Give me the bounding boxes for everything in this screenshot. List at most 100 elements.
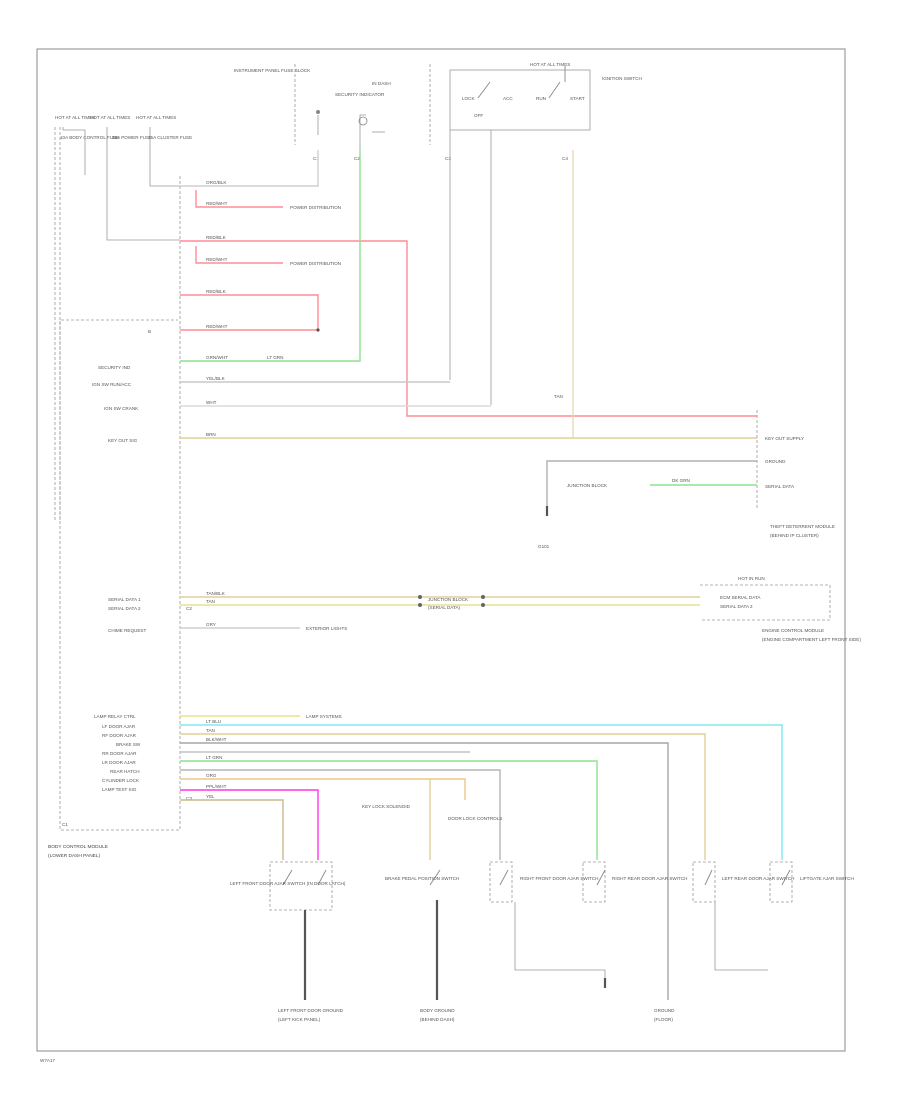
security-indicator-sub: IN DASH [372,81,391,86]
dash-fuse-label: INSTRUMENT PANEL FUSE BLOCK [234,68,311,73]
callout-power-dist-1: POWER DISTRIBUTION [290,205,341,210]
callout-power-dist-2: POWER DISTRIBUTION [290,261,341,266]
theft-module-sub: (BEHIND IP CLUSTER) [770,533,819,538]
wire-label-red-loop: RED/BLK [206,289,227,294]
door-switch-wires: LAMP SYSTEMS LT BLU TAN BLK/WHT LT GRN O… [180,714,783,1000]
wire-label-lt-grn: LT GRN [267,355,283,360]
tag-c3: C3 [445,156,451,161]
theft-serial-data: SERIAL DATA [765,484,795,489]
page-label: W7A17 [40,1058,56,1063]
ecm-serial-2: SERIAL DATA 2 [720,604,753,609]
bcm-serial-1: SERIAL DATA 1 [108,597,141,602]
bcm-key-out: KEY OUT SIG [108,438,138,443]
wire-label-ppl-wht: PPL/WHT [206,784,227,789]
bcm-c1: C1 [62,822,68,827]
lr-door-switch-label: LEFT REAR DOOR AJAR SWITCH [722,876,794,881]
fuse-sub-3: 15A CLUSTER FUSE [148,135,192,140]
dash-fuse-block: INSTRUMENT PANEL FUSE BLOCK [234,64,311,145]
tag-acc: ACC [503,96,513,101]
bcm-title: BODY CONTROL MODULE [48,844,108,850]
theft-module-title: THEFT DETERRENT MODULE [770,524,835,529]
ecm-title: ENGINE CONTROL MODULE [762,628,824,633]
wire-label-red-wht: RED/WHT [206,201,228,206]
rr-door-switch-label: RIGHT REAR DOOR AJAR SWITCH [612,876,687,881]
wire-label-tan-2: TAN [206,599,215,604]
theft-ground: GROUND [765,459,786,464]
lf-door-switch: LEFT FRONT DOOR AJAR SWITCH (IN DOOR LAT… [230,861,346,1022]
wire-label-lt-grn-2: LT GRN [206,755,222,760]
ignition-switch: HOT AT ALL TIMES IGNITION SWITCH LOCK AC… [429,62,642,405]
bcm-c2: C2 [186,606,192,611]
fuse-sub-2: 15A POWER FUSE [112,135,152,140]
wire-label-org-blk: ORG/BLK [206,180,227,185]
center-gnd-sub: (FLOOR) [654,1017,673,1022]
junction-block-callout: JUNCTION BLOCK [567,483,608,488]
junction-sub: (SERIAL DATA) [428,605,461,610]
security-indicator-label: SECURITY INDICATOR [335,92,385,97]
callout-door-lock: DOOR LOCK CONTROLS [448,816,502,821]
wire-label-wht: WHT [206,400,217,405]
bcm-serial-2: SERIAL DATA 2 [108,606,141,611]
fuse-label-1: HOT AT ALL TIMES [55,115,95,120]
wire-label-lt-blu: LT BLU [206,719,221,724]
bcm-rf-door: RF DOOR AJAR [102,733,137,738]
rr-door-switch: RIGHT REAR DOOR AJAR SWITCH [514,861,687,988]
wire-label-tan-blk: TAN/BLK [206,591,226,596]
lf-gnd-label: LEFT FRONT DOOR GROUND [278,1008,344,1013]
bcm-c3: C3 [186,796,192,801]
fuse-group: HOT AT ALL TIMES HOT AT ALL TIMES HOT AT… [54,115,192,520]
wire-label-org: ORG [206,773,217,778]
security-indicator: SECURITY INDICATOR IN DASH C1 C2 [313,81,391,161]
ecm-sub: (ENGINE COMPARTMENT LEFT FRONT SIDE) [762,637,861,642]
junction-block-serial: JUNCTION BLOCK [428,597,469,602]
mid-gnd-sub: (BEHIND DASH) [420,1017,455,1022]
bcm-sub: (LOWER DASH PANEL) [48,853,101,859]
bcm-cyl-lock: CYLINDER LOCK [102,778,140,783]
ecm-tag: HOT IN RUN [738,576,765,581]
fuse-sub-1: 10A BODY CONTROL FUSE [60,135,119,140]
fuse-label-2: HOT AT ALL TIMES [90,115,130,120]
tag-lock: LOCK [462,96,475,101]
wire-label-red-blk: RED/BLK [206,235,227,240]
callout-lamp-system: LAMP SYSTEMS [306,714,342,719]
tag-run: RUN [536,96,546,101]
wire-label-chime: GRY [206,622,216,627]
wire-label-tan: TAN [554,394,563,399]
bcm-rr-hatch: REAR HATCH [110,769,140,774]
wire-label-red-loop-2: RED/WHT [206,324,228,329]
brake-switch: BRAKE PEDAL POSITION SWITCH BODY GROUND … [385,869,459,1022]
theft-ground-id: G101 [538,544,550,549]
serial-data-group: TAN/BLK TAN JUNCTION BLOCK (SERIAL DATA)… [180,576,861,642]
ignition-switch-label: IGNITION SWITCH [602,76,642,81]
bcm-ign-crank: IGN SW CRANK [104,406,139,411]
fuse-label-3: HOT AT ALL TIMES [136,115,176,120]
lr-door-switch: LEFT REAR DOOR AJAR SWITCH [692,861,794,971]
wire-label-dk-grn: DK GRN [672,478,690,483]
diagram-frame [36,48,846,1052]
mid-gnd-label: BODY GROUND [420,1008,455,1013]
liftgate-switch-label: LIFTGATE AJAR SWITCH [800,876,854,881]
tag-c2: C2 [354,156,360,161]
tag-c1: C1 [313,156,319,161]
bcm-lf-door: LF DOOR AJAR [102,724,136,729]
lf-gnd-sub: (LEFT KICK PANEL) [278,1017,321,1022]
wire-label-brn: BRN [206,432,216,437]
wire-label-yel-blk: YEL/BLK [206,376,226,381]
brake-switch-label: BRAKE PEDAL POSITION SWITCH [385,876,459,881]
ecm-serial-1: ECM SERIAL DATA [720,595,761,600]
wire-group-top: ORG/BLK RED/WHT POWER DISTRIBUTION RED/B… [180,150,757,439]
theft-key-out-supply: KEY OUT SUPPLY [765,436,804,441]
bcm-sec-ind: SECURITY IND [98,365,131,370]
wire-label-blk-wht: BLK/WHT [206,737,227,742]
wire-label-grn-wht: GRN/WHT [206,355,228,360]
callout-key-lock: KEY LOCK SOLENOID [362,804,411,809]
rf-door-switch-label: RIGHT FRONT DOOR AJAR SWITCH [520,876,598,881]
bcm-lamp-ctrl: LAMP RELAY CTRL [94,714,136,719]
lf-door-switch-label: LEFT FRONT DOOR AJAR SWITCH (IN DOOR LAT… [230,881,346,886]
bcm-chime: CHIME REQUEST [108,628,146,633]
wire-label-yel: YEL [206,794,215,799]
bcm-lamp-test: LAMP TEST SIG [102,787,137,792]
liftgate-switch: LIFTGATE AJAR SWITCH [769,861,854,903]
center-ground: GROUND (FLOOR) [654,1008,675,1022]
callout-exterior-light: EXTERIOR LIGHTS [306,626,347,631]
